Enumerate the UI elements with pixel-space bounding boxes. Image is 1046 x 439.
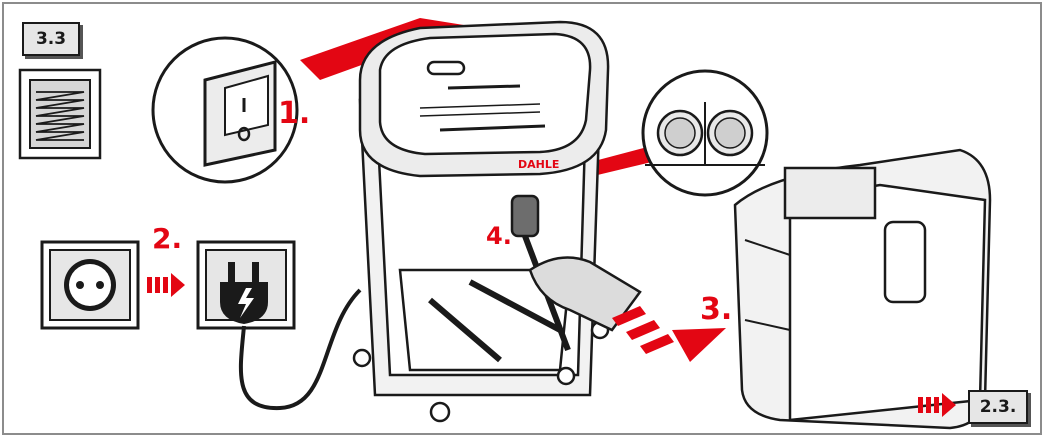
section-label: 3.3 (22, 22, 80, 56)
arrow-icon (147, 273, 185, 297)
brand-logo: DAHLE (518, 158, 559, 171)
step-2-label: 2. (152, 222, 182, 255)
next-reference-button[interactable]: 2.3. (968, 390, 1028, 424)
waste-bin-illustration (735, 150, 990, 428)
wall-socket-icon (42, 242, 138, 328)
power-plug-icon (198, 242, 294, 328)
rocker-switch-icon (153, 38, 297, 182)
shredding-pattern-icon (20, 70, 100, 158)
step-3-label: 3. (700, 292, 732, 327)
sensor-eyes-icon (643, 71, 767, 195)
shredder-illustration (354, 22, 608, 421)
step-4-label: 4. (486, 222, 512, 250)
step-1-label: 1. (278, 96, 310, 131)
